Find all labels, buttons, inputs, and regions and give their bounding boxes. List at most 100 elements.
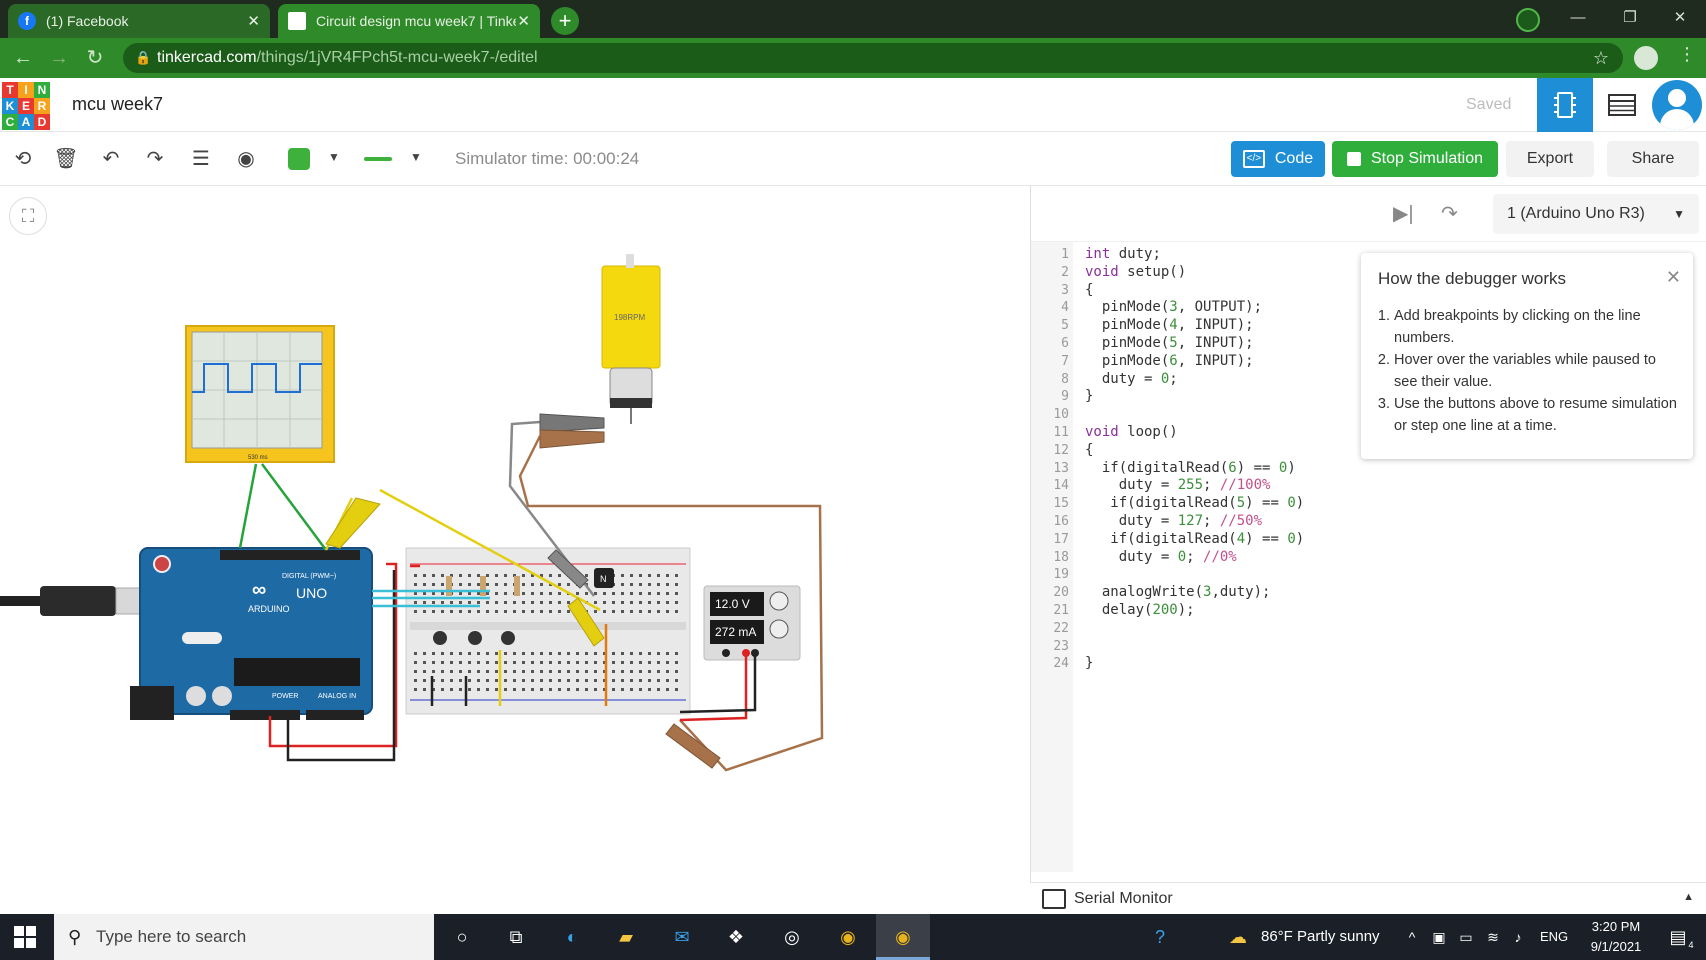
code-line[interactable]: 19 xyxy=(1031,566,1069,584)
code-line[interactable]: 23 xyxy=(1031,638,1069,656)
visibility-icon[interactable]: ◉ xyxy=(237,148,255,170)
line-number[interactable]: 14 xyxy=(1053,478,1069,494)
share-button[interactable]: Share xyxy=(1607,141,1699,177)
code-line[interactable]: 24} xyxy=(1031,655,1093,673)
code-line[interactable]: 16 duty = 127; //50% xyxy=(1031,513,1262,531)
line-number[interactable]: 23 xyxy=(1053,638,1069,654)
volume-icon[interactable]: ♪ xyxy=(1514,929,1522,945)
code-line[interactable]: 21 delay(200); xyxy=(1031,602,1194,620)
line-number[interactable]: 13 xyxy=(1053,460,1069,476)
line-number[interactable]: 2 xyxy=(1061,264,1069,280)
code-line[interactable]: 18 duty = 0; //0% xyxy=(1031,549,1236,567)
tab-tinkercad[interactable]: Circuit design mcu week7 | Tinke ✕ xyxy=(278,4,540,38)
rotate-icon[interactable]: ⟲ xyxy=(14,148,32,170)
line-number[interactable]: 18 xyxy=(1053,549,1069,565)
line-number[interactable]: 8 xyxy=(1061,371,1069,387)
mail-icon[interactable]: ✉ xyxy=(674,927,690,947)
code-line[interactable]: 14 duty = 255; //100% xyxy=(1031,477,1270,495)
fit-view-icon[interactable]: ⛶ xyxy=(9,197,47,235)
device-select[interactable]: 1 (Arduino Uno R3)▼ xyxy=(1493,194,1699,234)
line-number[interactable]: 19 xyxy=(1053,567,1069,583)
chrome-profile-icon[interactable]: ◉ xyxy=(895,927,911,947)
file-explorer-icon[interactable]: ▰ xyxy=(619,927,633,947)
code-line[interactable]: 5 pinMode(4, INPUT); xyxy=(1031,317,1253,335)
resume-icon[interactable]: ▶| xyxy=(1393,203,1414,225)
line-number[interactable]: 6 xyxy=(1061,335,1069,351)
code-line[interactable]: 8 duty = 0; xyxy=(1031,371,1178,389)
bookmark-star-icon[interactable]: ☆ xyxy=(1592,48,1609,68)
stop-simulation-button[interactable]: Stop Simulation xyxy=(1332,141,1498,177)
line-number[interactable]: 7 xyxy=(1061,353,1069,369)
line-number[interactable]: 5 xyxy=(1061,318,1069,334)
language-indicator[interactable]: ENG xyxy=(1540,929,1569,944)
line-number[interactable]: 17 xyxy=(1053,531,1069,547)
notes-icon[interactable]: ☰ xyxy=(192,148,210,170)
code-line[interactable]: 15 if(digitalRead(5) == 0) xyxy=(1031,495,1304,513)
redo-icon[interactable]: ↷ xyxy=(146,148,164,170)
line-number[interactable]: 22 xyxy=(1053,620,1069,636)
line-number[interactable]: 24 xyxy=(1053,656,1069,672)
task-view-icon[interactable]: ⧉ xyxy=(509,927,523,947)
new-tab-button[interactable]: + xyxy=(551,7,579,35)
url-input[interactable]: 🔒 tinkercad.com/things/1jVR4FPch5t-mcu-w… xyxy=(123,43,1623,73)
network-status-icon[interactable]: ▣ xyxy=(1432,929,1446,945)
serial-monitor-bar[interactable]: Serial Monitor ▲ xyxy=(1030,882,1706,914)
dc-motor[interactable]: 198RPM xyxy=(601,254,661,424)
line-number[interactable]: 3 xyxy=(1061,282,1069,298)
delete-icon[interactable]: 🗑 xyxy=(53,148,79,170)
edge-icon[interactable]: ◐ xyxy=(566,927,578,947)
line-number[interactable]: 9 xyxy=(1061,389,1069,405)
back-icon[interactable]: ← xyxy=(13,47,33,69)
line-number[interactable]: 4 xyxy=(1061,300,1069,316)
code-line[interactable]: 3{ xyxy=(1031,282,1093,300)
code-line[interactable]: 7 pinMode(6, INPUT); xyxy=(1031,353,1253,371)
close-icon[interactable]: ✕ xyxy=(247,13,260,30)
code-line[interactable]: 22 xyxy=(1031,620,1069,638)
dropbox-icon[interactable]: ❖ xyxy=(727,927,745,947)
clock-date[interactable]: 9/1/2021 xyxy=(1590,939,1642,954)
code-line[interactable]: 17 if(digitalRead(4) == 0) xyxy=(1031,531,1304,549)
help-icon[interactable]: ? xyxy=(1154,927,1165,947)
breadboard[interactable]: N xyxy=(405,547,691,715)
notifications-icon[interactable]: ▤ xyxy=(1669,927,1687,947)
chevron-up-icon[interactable]: ▲ xyxy=(1683,891,1694,903)
line-number-gutter[interactable] xyxy=(1031,242,1073,872)
tab-facebook[interactable]: f (1) Facebook ✕ xyxy=(8,4,270,38)
code-line[interactable]: 20 analogWrite(3,duty); xyxy=(1031,584,1270,602)
line-number[interactable]: 20 xyxy=(1053,585,1069,601)
code-line[interactable]: 10 xyxy=(1031,406,1069,424)
profile-icon[interactable] xyxy=(1634,46,1658,70)
code-line[interactable]: 9} xyxy=(1031,388,1093,406)
chevron-up-icon[interactable]: ^ xyxy=(1408,929,1416,945)
browser-menu-icon[interactable]: ⋮ xyxy=(1678,44,1696,64)
wire-style-swatch[interactable] xyxy=(364,157,392,161)
code-line[interactable]: 4 pinMode(3, OUTPUT); xyxy=(1031,299,1262,317)
line-number[interactable]: 16 xyxy=(1053,513,1069,529)
line-number[interactable]: 12 xyxy=(1053,442,1069,458)
taskbar-search-input[interactable]: ⚲ Type here to search xyxy=(54,914,434,960)
cortana-icon[interactable]: ○ xyxy=(456,927,468,947)
power-supply[interactable]: 12.0 V 272 mA xyxy=(703,585,801,661)
circuit-view-button[interactable] xyxy=(1537,78,1593,132)
line-number[interactable]: 10 xyxy=(1053,407,1069,423)
export-button[interactable]: Export xyxy=(1506,141,1594,177)
clock-time[interactable]: 3:20 PM xyxy=(1591,919,1641,934)
forward-icon[interactable]: → xyxy=(49,47,69,69)
weather-text[interactable]: 86°F Partly sunny xyxy=(1261,928,1380,945)
battery-icon[interactable]: ▭ xyxy=(1459,929,1473,945)
line-number[interactable]: 15 xyxy=(1053,496,1069,512)
wire-color-swatch[interactable] xyxy=(288,148,310,170)
chrome-icon[interactable]: ◉ xyxy=(840,927,856,947)
code-line[interactable]: 12{ xyxy=(1031,442,1093,460)
restore-icon[interactable]: ❐ xyxy=(1623,9,1637,26)
undo-icon[interactable]: ↶ xyxy=(102,148,120,170)
chevron-down-icon[interactable]: ▼ xyxy=(328,150,340,164)
step-over-icon[interactable]: ↷ xyxy=(1441,203,1458,225)
wifi-icon[interactable]: ≋ xyxy=(1487,929,1499,945)
window-close-icon[interactable]: ✕ xyxy=(1673,9,1687,26)
line-number[interactable]: 21 xyxy=(1053,602,1069,618)
user-avatar[interactable] xyxy=(1652,80,1702,130)
close-icon[interactable]: ✕ xyxy=(517,13,530,30)
